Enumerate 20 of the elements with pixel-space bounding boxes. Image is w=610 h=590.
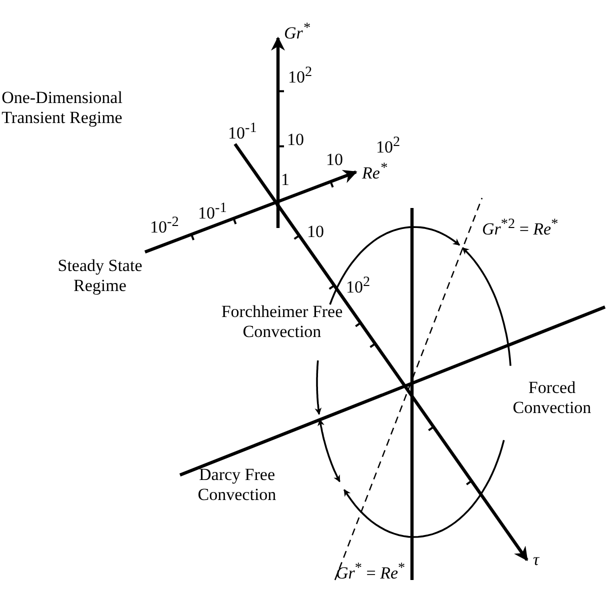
regime-label: Steady State Regime <box>56 256 144 296</box>
tick-label: 10 <box>326 150 343 170</box>
regime-label: Forchheimer Free Convection <box>221 302 343 342</box>
regime-label: Forced Convection <box>512 378 592 418</box>
tick-label: 10$^{-1}$ <box>228 119 257 144</box>
axis-label: Re$^{*}$ <box>362 159 388 184</box>
regime-label: Darcy Free Convection <box>196 465 278 505</box>
equation-label: Gr$^{*2}$ = Re$^{*}$ <box>482 215 558 240</box>
tick-label: 10 <box>307 222 324 242</box>
equation-label: Gr$^{*}$ = Re$^{*}$ <box>336 559 406 584</box>
tick-label: 10 <box>287 130 304 150</box>
tick-label: 10$^{2}$ <box>346 273 370 298</box>
axis-label: Gr$^{*}$ <box>284 19 310 44</box>
tick-label: 10$^{2}$ <box>288 63 312 88</box>
tick-label: 10$^{-2}$ <box>150 213 179 238</box>
tick-label: 1 <box>281 170 290 190</box>
tick-label: 10$^{2}$ <box>376 133 400 158</box>
tick-label: 10$^{-1}$ <box>198 199 227 224</box>
axis-label: τ <box>533 550 540 570</box>
regime-label: One-Dimensional Transient Regime <box>0 88 124 128</box>
